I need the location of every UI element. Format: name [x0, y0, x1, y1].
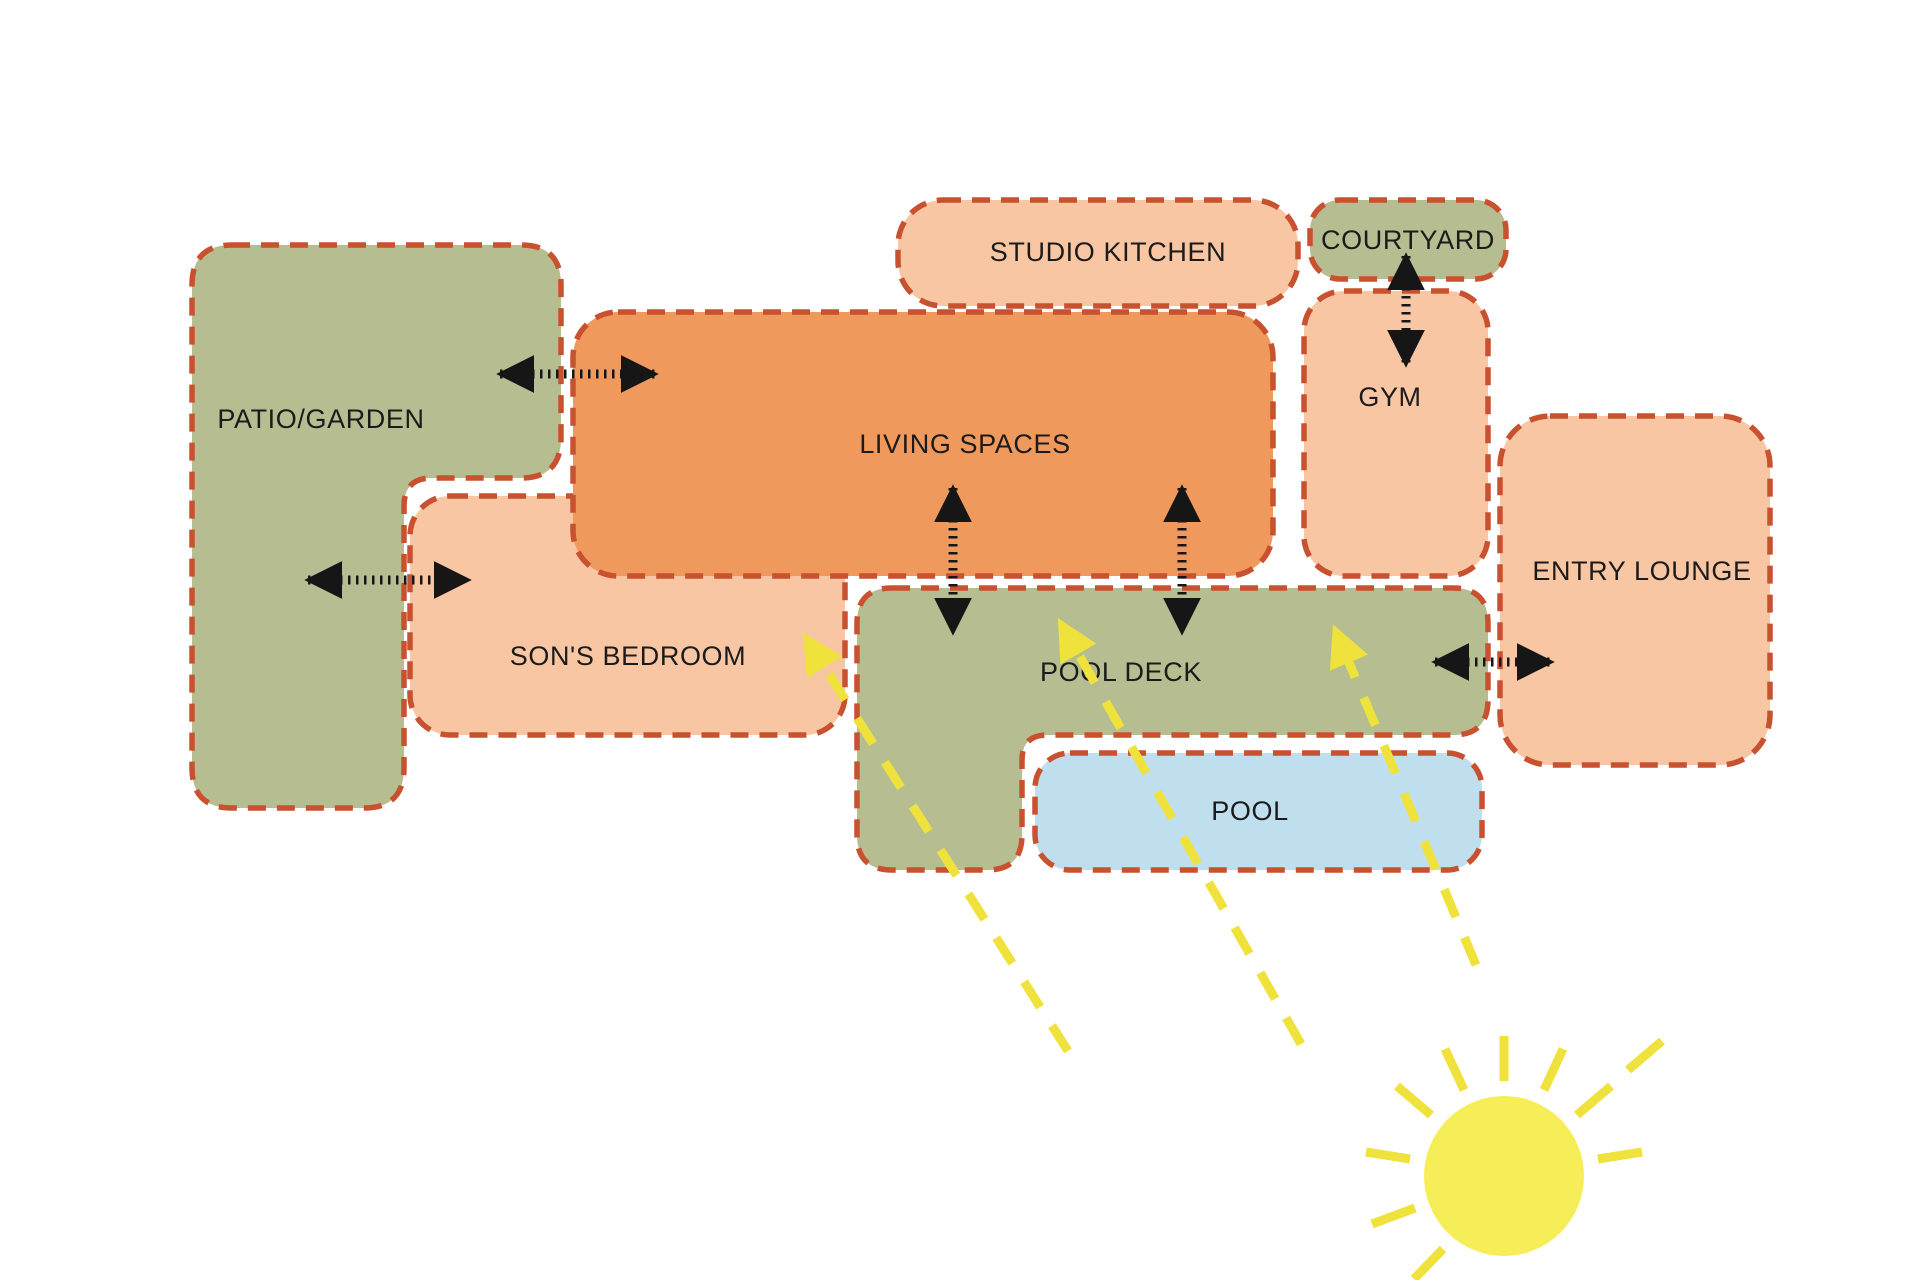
room-label-sons-bedroom: SON'S BEDROOM — [510, 641, 746, 671]
sun-rays — [1365, 1036, 1665, 1280]
rooms-layer — [189, 197, 1773, 873]
room-label-gym: GYM — [1358, 382, 1421, 412]
room-label-studio-kitchen: STUDIO KITCHEN — [990, 237, 1226, 267]
room-label-courtyard: COURTYARD — [1321, 225, 1495, 255]
labels-layer: PATIO/GARDEN STUDIO KITCHEN COURTYARD LI… — [217, 225, 1751, 826]
room-patio-garden — [189, 242, 564, 811]
room-entry-lounge — [1497, 413, 1773, 768]
room-courtyard — [1307, 197, 1509, 282]
room-label-pool-deck: POOL DECK — [1040, 657, 1202, 687]
room-gym — [1301, 288, 1491, 579]
sunlight-layer — [802, 618, 1665, 1280]
room-label-living-spaces: LIVING SPACES — [859, 429, 1070, 459]
sunlight-arrow-1 — [802, 632, 1072, 1054]
room-label-entry-lounge: ENTRY LOUNGE — [1532, 556, 1751, 586]
sunlight-arrow-3 — [1329, 624, 1481, 967]
room-studio-kitchen — [895, 197, 1301, 309]
room-label-patio-garden: PATIO/GARDEN — [217, 404, 424, 434]
sunlight-arrow-2 — [1057, 618, 1305, 1047]
room-living-spaces — [570, 309, 1276, 579]
room-pool — [1032, 750, 1485, 873]
room-label-pool: POOL — [1211, 796, 1288, 826]
sun-icon — [1424, 1096, 1584, 1256]
adjacency-arrows-layer — [304, 252, 1555, 681]
